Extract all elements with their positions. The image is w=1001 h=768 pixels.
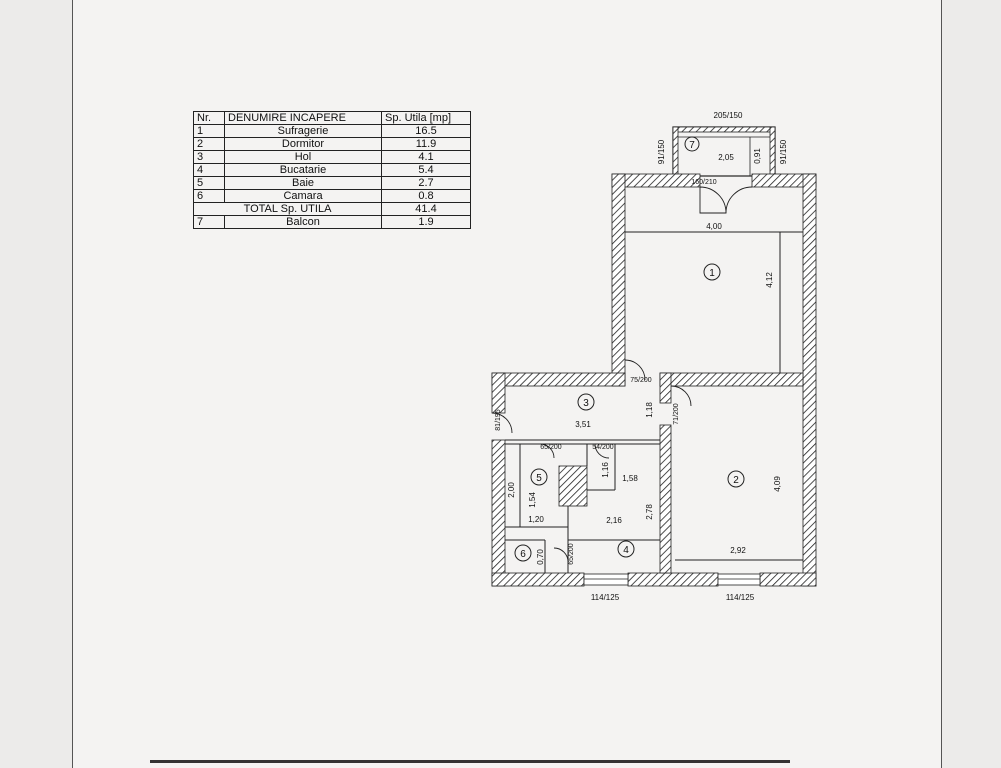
header-name: DENUMIRE INCAPERE [224,111,382,125]
room-number-6: 6 [520,549,526,560]
dim-bath-width: 1,20 [528,515,544,524]
dim-balcony-door: 160/210 [691,179,716,186]
dim-bath-door: 65/200 [540,444,562,451]
row-area: 2.7 [381,176,471,190]
dim-door-living: 75/200 [630,377,652,384]
table-row: 5 Baie 2.7 [193,176,471,190]
room-number-2: 2 [733,475,739,486]
row-nr: 7 [193,215,225,229]
room-number-1: 1 [709,268,715,279]
door-swings [491,186,753,563]
room-numbers: 7 1 3 2 5 4 6 [514,136,745,562]
dim-balcony-width: 2,05 [718,153,734,162]
room-number-3: 3 [583,398,589,409]
row-name: Camara [224,189,382,203]
dim-hall-width: 3,51 [575,420,591,429]
row-name: Balcon [224,215,382,229]
dim-kitchen-depth: 2,78 [645,504,654,520]
dimension-labels: 205/150 91/150 91/150 2,05 0,91 160/210 … [495,111,788,602]
dim-hall-depth: 1,18 [645,402,654,418]
row-area: 1.9 [381,215,471,229]
table-row: 1 Sufragerie 16.5 [193,124,471,138]
dim-hall-door-left: 81/195 [495,409,502,431]
exterior-walls [491,173,817,587]
room-number-4: 4 [623,545,629,556]
dim-living-width: 4,00 [706,222,722,231]
dim-pantry-door: 65/200 [568,543,575,565]
dim-kitchen-width: 2,16 [606,516,622,525]
dim-bedroom-depth: 4,09 [773,476,782,492]
room-table: Nr. DENUMIRE INCAPERE Sp. Utila [mp] 1 S… [193,111,471,229]
table-header-row: Nr. DENUMIRE INCAPERE Sp. Utila [mp] [193,111,471,125]
dim-small-158: 1,58 [622,474,638,483]
total-area: 41.4 [381,202,471,216]
dim-small-116: 1,16 [601,462,610,478]
dim-window-left: 114/125 [591,593,620,602]
dim-balcony-left: 91/150 [657,139,666,164]
table-row: 7 Balcon 1.9 [193,215,471,229]
dim-hall-door-right: 71/200 [673,403,680,425]
dim-living-depth: 4,12 [765,272,774,288]
windows [583,573,761,586]
partition-walls [505,231,803,573]
table-row: 6 Camara 0.8 [193,189,471,203]
dim-bath-height: 2,00 [507,482,516,498]
dim-kitchen-door: 54/200 [592,444,614,451]
dim-window-right: 114/125 [726,593,755,602]
bottom-rule [150,760,790,763]
dim-bath-inner: 1,54 [528,492,537,508]
room-number-7: 7 [689,140,695,151]
dim-balcony-top: 205/150 [714,111,743,120]
room-number-5: 5 [536,473,542,484]
dim-bedroom-width: 2,92 [730,546,746,555]
dim-balcony-right: 91/150 [779,139,788,164]
header-area: Sp. Utila [mp] [381,111,471,125]
dim-balcony-depth: 0,91 [753,148,762,164]
dim-pantry-width: 0,70 [536,549,545,565]
